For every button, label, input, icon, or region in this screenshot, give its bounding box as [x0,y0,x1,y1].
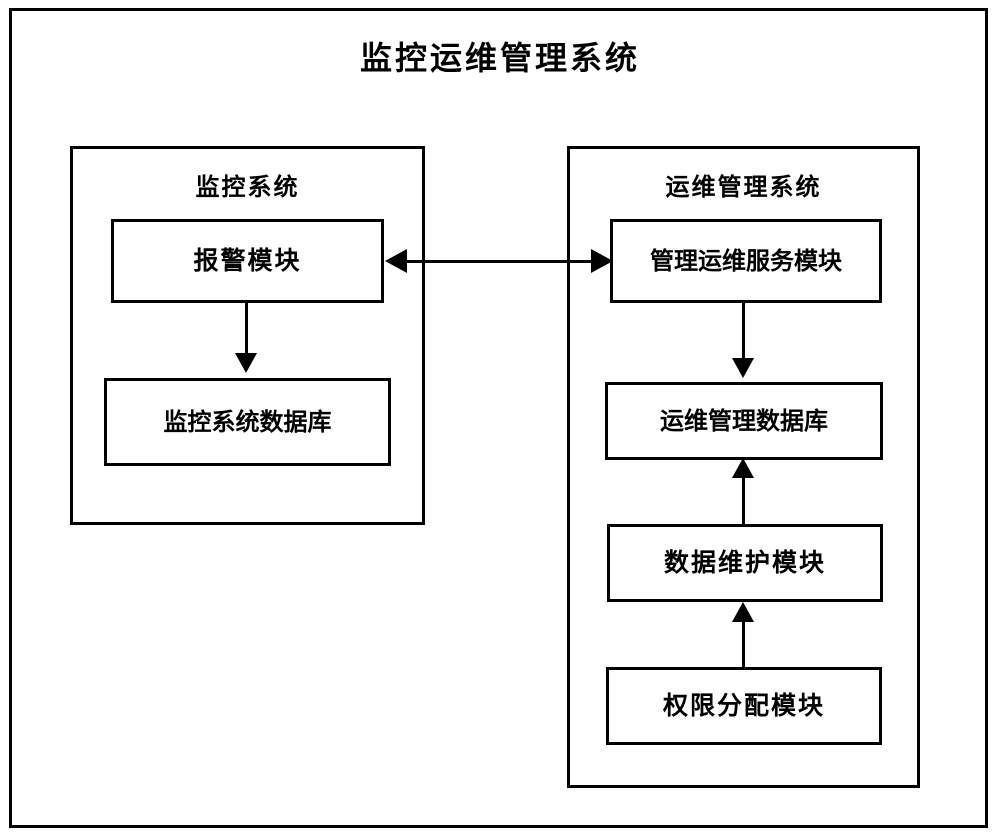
arrow-up-icon-permission-to-data-maintenance [732,602,754,622]
panel-monitoring-system-title: 监控系统 [195,173,300,201]
module-ops-service-label: 管理运维服务模块 [650,247,842,275]
module-alarm-label: 报警模块 [193,246,302,275]
connector-data-maintenance-to-ops-database [742,476,745,524]
panel-monitoring-system: 监控系统 [70,146,425,525]
panel-operations-system-title: 运维管理系统 [665,173,822,201]
connector-permission-to-data-maintenance [742,620,745,667]
module-ops-database-label: 运维管理数据库 [660,407,828,435]
module-monitoring-database-label: 监控系统数据库 [163,408,332,436]
module-data-maintenance-label: 数据维护模块 [663,548,826,577]
module-permission-allocation[interactable]: 权限分配模块 [606,667,882,745]
connector-alarm-to-monitoring-database [245,303,248,359]
connector-ops-service-to-ops-database [742,303,745,363]
module-ops-database[interactable]: 运维管理数据库 [605,382,883,460]
arrow-left-icon-to-alarm [385,249,407,273]
arrow-down-icon-alarm-to-monitoring-database [235,353,257,373]
module-alarm[interactable]: 报警模块 [111,219,384,303]
module-data-maintenance[interactable]: 数据维护模块 [607,524,883,602]
module-ops-service[interactable]: 管理运维服务模块 [610,219,882,303]
panel-operations-system: 运维管理系统 [567,146,920,788]
connector-alarm-to-ops-service [404,260,594,263]
arrow-right-icon-to-ops-service [591,249,613,273]
module-permission-allocation-label: 权限分配模块 [662,691,825,720]
page-title: 监控运维管理系统 [359,39,640,77]
module-monitoring-database[interactable]: 监控系统数据库 [104,378,391,466]
arrow-up-icon-data-maintenance-to-ops-database [732,458,754,478]
arrow-down-icon-ops-service-to-ops-database [732,358,754,378]
